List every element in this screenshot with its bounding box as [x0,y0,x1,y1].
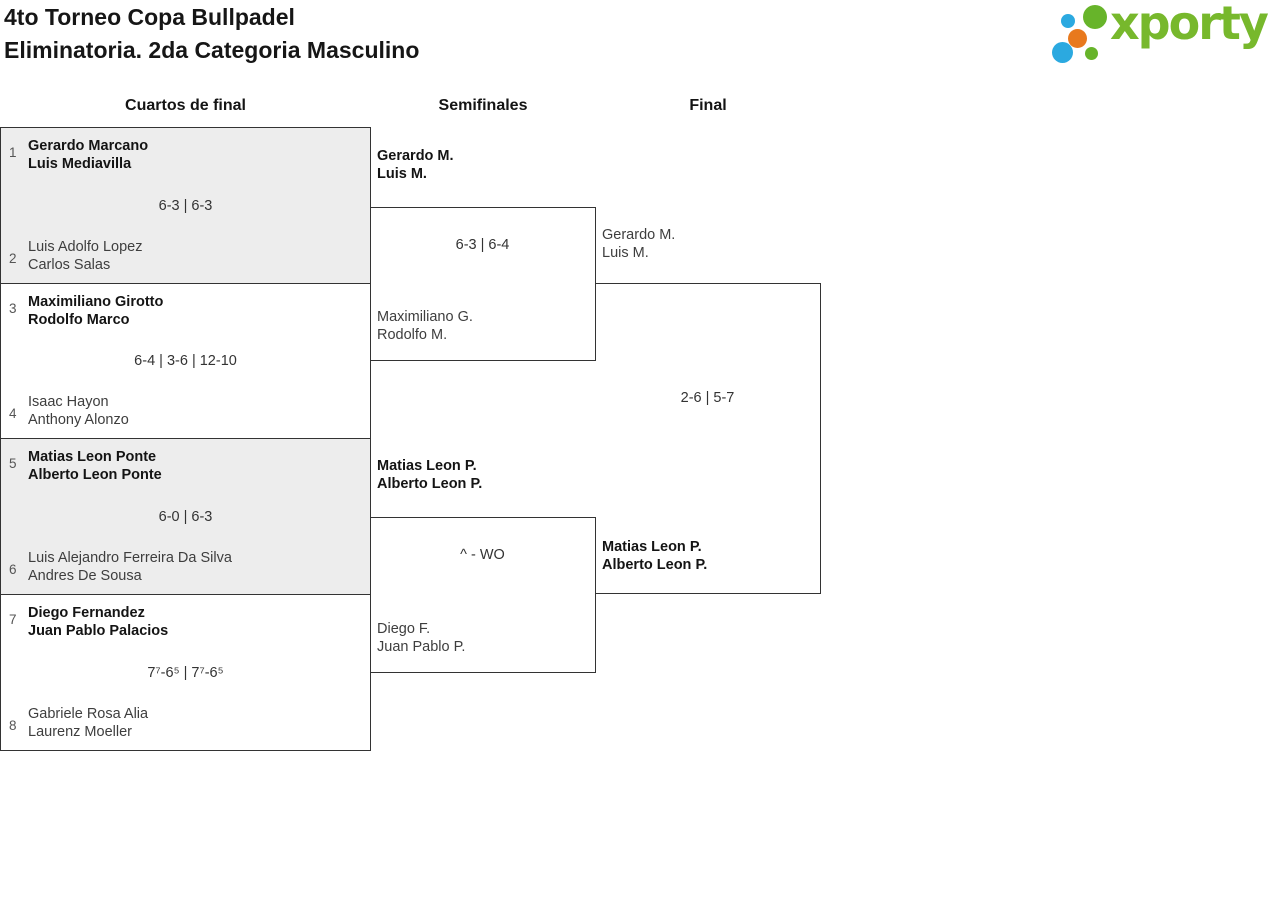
seed-number: 7 [9,612,17,627]
quarterfinal-match-2: 3 Maximiliano Girotto Rodolfo Marco 6-4 … [0,283,371,439]
seed-number: 3 [9,301,17,316]
team-names: Luis Alejandro Ferreira Da Silva Andres … [28,549,232,585]
final-match: 2-6 | 5-7 [595,283,821,594]
match-score: ^ - WO [460,547,505,563]
player-name: Luis Mediavilla [28,156,132,172]
team-names: Isaac Hayon Anthony Alonzo [28,393,129,429]
semifinal-match-2: ^ - WO Diego F. Juan Pablo P. [370,517,596,673]
player-name: Alberto Leon Ponte [28,467,162,483]
seed-number: 5 [9,456,17,471]
team-names: Diego F. Juan Pablo P. [377,620,465,656]
player-name: Luis M. [377,166,427,182]
seed-number: 2 [9,251,17,266]
team-names: Gabriele Rosa Alia Laurenz Moeller [28,705,148,741]
match-score: 7⁷-6⁵ | 7⁷-6⁵ [147,664,224,681]
player-name: Maximiliano G. [377,309,473,325]
match-score: 2-6 | 5-7 [680,390,735,406]
player-name: Gerardo M. [602,227,676,243]
logo-dot-blue-small [1061,14,1075,28]
match-score: 6-0 | 6-3 [158,508,213,525]
player-name: Carlos Salas [28,257,111,273]
player-name: Matias Leon P. [602,539,702,555]
match-score: 6-3 | 6-4 [455,237,510,253]
player-name: Gabriele Rosa Alia [28,706,149,722]
player-name: Andres De Sousa [28,568,142,584]
player-name: Gerardo M. [377,148,454,164]
team-names: Gerardo Marcano Luis Mediavilla [28,137,148,173]
player-name: Isaac Hayon [28,394,109,410]
player-name: Luis M. [602,245,649,261]
team-names: Maximiliano Girotto Rodolfo Marco [28,293,163,329]
team-names: Luis Adolfo Lopez Carlos Salas [28,238,142,274]
team-names: Matias Leon Ponte Alberto Leon Ponte [28,448,162,484]
logo-dot-blue-large [1052,42,1073,63]
page-title-line1: 4to Torneo Copa Bullpadel [4,4,295,30]
player-name: Alberto Leon P. [377,476,483,492]
player-name: Alberto Leon P. [602,557,708,573]
seed-number: 6 [9,562,17,577]
quarterfinal-match-1: 1 Gerardo Marcano Luis Mediavilla 6-3 | … [0,127,371,284]
page-title-line2: Eliminatoria. 2da Categoria Masculino [4,37,420,63]
player-name: Diego F. [377,621,431,637]
semifinal-match-1: 6-3 | 6-4 Maximiliano G. Rodolfo M. [370,207,596,361]
player-name: Rodolfo M. [377,327,448,343]
page-title: 4to Torneo Copa Bullpadel Eliminatoria. … [4,1,419,67]
team-names: Diego Fernandez Juan Pablo Palacios [28,604,168,640]
match-score: 6-4 | 3-6 | 12-10 [134,353,237,369]
player-name: Matias Leon Ponte [28,449,157,465]
team-names: Gerardo M. Luis M. [602,226,675,262]
match-score: 6-3 | 6-3 [158,197,213,214]
player-name: Maximiliano Girotto [28,294,164,310]
player-name: Anthony Alonzo [28,412,129,428]
xporty-logo[interactable]: xporty [1045,0,1275,72]
player-name: Matias Leon P. [377,458,477,474]
quarterfinal-match-4: 7 Diego Fernandez Juan Pablo Palacios 7⁷… [0,594,371,751]
seed-number: 4 [9,406,17,421]
team-names: Matias Leon P. Alberto Leon P. [377,457,482,493]
player-name: Diego Fernandez [28,605,145,621]
logo-dot-green-large [1083,5,1107,29]
player-name: Gerardo Marcano [28,138,149,154]
team-names: Matias Leon P. Alberto Leon P. [602,538,707,574]
player-name: Luis Adolfo Lopez [28,239,143,255]
logo-dot-orange [1068,29,1087,48]
column-header-quarterfinals: Cuartos de final [125,97,246,114]
logo-dot-green-small [1085,47,1098,60]
team-names: Maximiliano G. Rodolfo M. [377,308,473,344]
quarterfinal-match-3: 5 Matias Leon Ponte Alberto Leon Ponte 6… [0,438,371,595]
player-name: Rodolfo Marco [28,312,130,328]
player-name: Laurenz Moeller [28,724,132,740]
column-header-semifinals: Semifinales [438,97,528,114]
seed-number: 8 [9,718,17,733]
column-header-final: Final [689,97,727,114]
player-name: Juan Pablo P. [377,639,466,655]
seed-number: 1 [9,145,17,160]
player-name: Luis Alejandro Ferreira Da Silva [28,550,232,566]
player-name: Juan Pablo Palacios [28,623,169,639]
team-names: Gerardo M. Luis M. [377,147,454,183]
logo-text: xporty [1110,0,1269,50]
